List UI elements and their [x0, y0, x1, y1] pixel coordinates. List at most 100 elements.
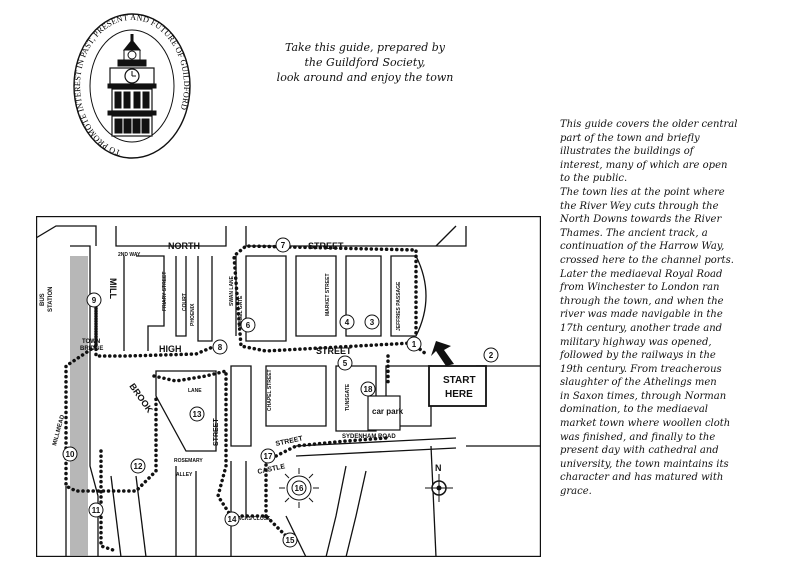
- seal-inner-ring: [89, 29, 175, 143]
- route-stops: 1 2 3 4 5 6 7 8 9 10 11 12 13 14 15 16 1…: [62, 237, 499, 548]
- svg-text:16: 16: [295, 484, 304, 493]
- street-tunsgate: TUNSGATE: [345, 383, 351, 411]
- svg-text:2: 2: [489, 351, 494, 360]
- stop-13[interactable]: 13: [189, 406, 205, 422]
- stop-3[interactable]: 3: [364, 314, 380, 330]
- start-arrow-icon: [431, 341, 454, 366]
- town-map: car park START HERE N NORTH STREET HIGH …: [36, 216, 541, 557]
- svg-text:11: 11: [92, 506, 101, 515]
- guide-line: 19th century. From treacherous: [560, 363, 722, 375]
- guide-line: character and has matured with: [560, 472, 724, 484]
- svg-text:5: 5: [343, 359, 348, 368]
- svg-text:17: 17: [264, 452, 273, 461]
- stop-8[interactable]: 8: [212, 339, 228, 355]
- stop-6[interactable]: 6: [240, 317, 256, 333]
- street-market: MARKET STREET: [325, 274, 331, 317]
- guide-line: interest, many of which are open: [560, 159, 728, 171]
- stop-11[interactable]: 11: [88, 502, 104, 518]
- street-north-2: STREET: [308, 241, 344, 251]
- guide-line: university, the town maintains its: [560, 458, 729, 470]
- guide-line: domination, to the mediaeval: [560, 404, 709, 416]
- street-phoenix: PHOENIX: [190, 303, 196, 326]
- north-compass-icon: N: [425, 463, 453, 502]
- start-here-label-1: START: [443, 375, 476, 386]
- guide-line: followed by the railways in the: [560, 350, 716, 362]
- svg-text:9: 9: [92, 296, 97, 305]
- stop-9[interactable]: 9: [86, 292, 102, 308]
- street-court: COURT: [182, 293, 188, 311]
- svg-text:6: 6: [246, 321, 251, 330]
- street-jeffries: JEFFRIES PASSAGE: [396, 281, 402, 331]
- stop-14[interactable]: 14: [224, 511, 240, 527]
- svg-text:4: 4: [345, 318, 350, 327]
- guide-line: present day with cathedral and: [560, 445, 719, 457]
- guide-line: Thames. The ancient track, a: [560, 227, 708, 239]
- street-angel-gate: ANGEL GATE: [238, 295, 244, 328]
- guide-line: slaughter of the Athelings men: [560, 377, 717, 389]
- stop-2[interactable]: 2: [483, 347, 499, 363]
- street-quarry: STREET: [213, 418, 220, 446]
- svg-text:1: 1: [412, 340, 417, 349]
- stop-12[interactable]: 12: [130, 458, 146, 474]
- stop-17[interactable]: 17: [260, 448, 276, 464]
- guide-line: through the town, and when the: [560, 295, 724, 307]
- guide-line: 17th century, another trade and: [560, 322, 723, 334]
- stop-10[interactable]: 10: [62, 446, 78, 462]
- guide-line: river was made navigable in the: [560, 309, 723, 321]
- street-north: NORTH: [168, 241, 200, 251]
- svg-text:3: 3: [370, 318, 375, 327]
- stop-16[interactable]: 16: [291, 480, 307, 496]
- street-bridge: BRIDGE: [80, 346, 103, 352]
- car-park-label: car park: [372, 407, 404, 416]
- river-wey: [70, 256, 88, 556]
- street-sydenham: SYDENHAM ROAD: [342, 434, 396, 440]
- street-2nd-way: 2ND WAY: [118, 252, 141, 258]
- intro-text: Take this guide, prepared by the Guildfo…: [260, 40, 470, 85]
- stop-1[interactable]: 1: [406, 336, 422, 352]
- svg-text:18: 18: [364, 385, 373, 394]
- intro-line: Take this guide, prepared by: [284, 41, 446, 54]
- guide-line: The town lies at the point where: [560, 186, 725, 198]
- start-here-label-2: HERE: [445, 389, 473, 400]
- guide-line: the River Wey cuts through the: [560, 200, 719, 212]
- street-town: TOWN: [82, 339, 100, 345]
- stop-4[interactable]: 4: [339, 314, 355, 330]
- start-here-box[interactable]: [428, 365, 487, 407]
- guide-line: was finished, and finally to the: [560, 431, 716, 443]
- svg-text:7: 7: [281, 241, 286, 250]
- street-racks: RACKS CLOSE: [234, 516, 271, 522]
- guildford-society-seal: TO PROMOTE INTEREST IN PAST, PRESENT AND…: [73, 13, 191, 159]
- svg-text:12: 12: [134, 462, 143, 471]
- stop-15[interactable]: 15: [282, 532, 298, 548]
- guide-line: This guide covers the older central: [560, 119, 738, 130]
- street-high: HIGH: [159, 344, 182, 354]
- guide-line: in Saxon times, through Norman: [560, 390, 727, 402]
- intro-line: the Guildford Society,: [304, 56, 426, 69]
- guide-line: continuation of the Harrow Way,: [560, 241, 725, 253]
- guide-description: This guide covers the older central part…: [560, 118, 785, 499]
- guide-line: North Downs towards the River: [560, 214, 722, 226]
- guide-line: military highway was opened,: [560, 336, 712, 348]
- street-lane: LANE: [188, 388, 202, 394]
- walking-route: [64, 244, 428, 553]
- street-alley: ALLEY: [176, 472, 193, 478]
- svg-text:15: 15: [286, 536, 295, 545]
- guide-line: Later the mediaeval Royal Road: [560, 268, 723, 280]
- car-park-box: [367, 395, 401, 431]
- seal-outer-ring: [73, 13, 191, 159]
- svg-text:13: 13: [193, 410, 202, 419]
- street-mill: MILL: [108, 278, 118, 299]
- street-rosemary: ROSEMARY: [174, 458, 203, 464]
- guildhall-clock-tower-icon: [107, 34, 157, 137]
- north-label: N: [435, 463, 442, 473]
- guide-line: illustrates the buildings of: [560, 146, 694, 158]
- guide-line: part of the town and briefly: [560, 132, 700, 144]
- stop-7[interactable]: 7: [275, 237, 291, 253]
- street-high-2: STREET: [316, 346, 352, 356]
- stop-5[interactable]: 5: [337, 355, 353, 371]
- street-station: STATION: [48, 287, 54, 312]
- street-chapel: CHAPEL STREET: [267, 369, 273, 411]
- street-bus: BUS: [40, 293, 46, 306]
- stop-18[interactable]: 18: [360, 381, 376, 397]
- svg-text:14: 14: [228, 515, 237, 524]
